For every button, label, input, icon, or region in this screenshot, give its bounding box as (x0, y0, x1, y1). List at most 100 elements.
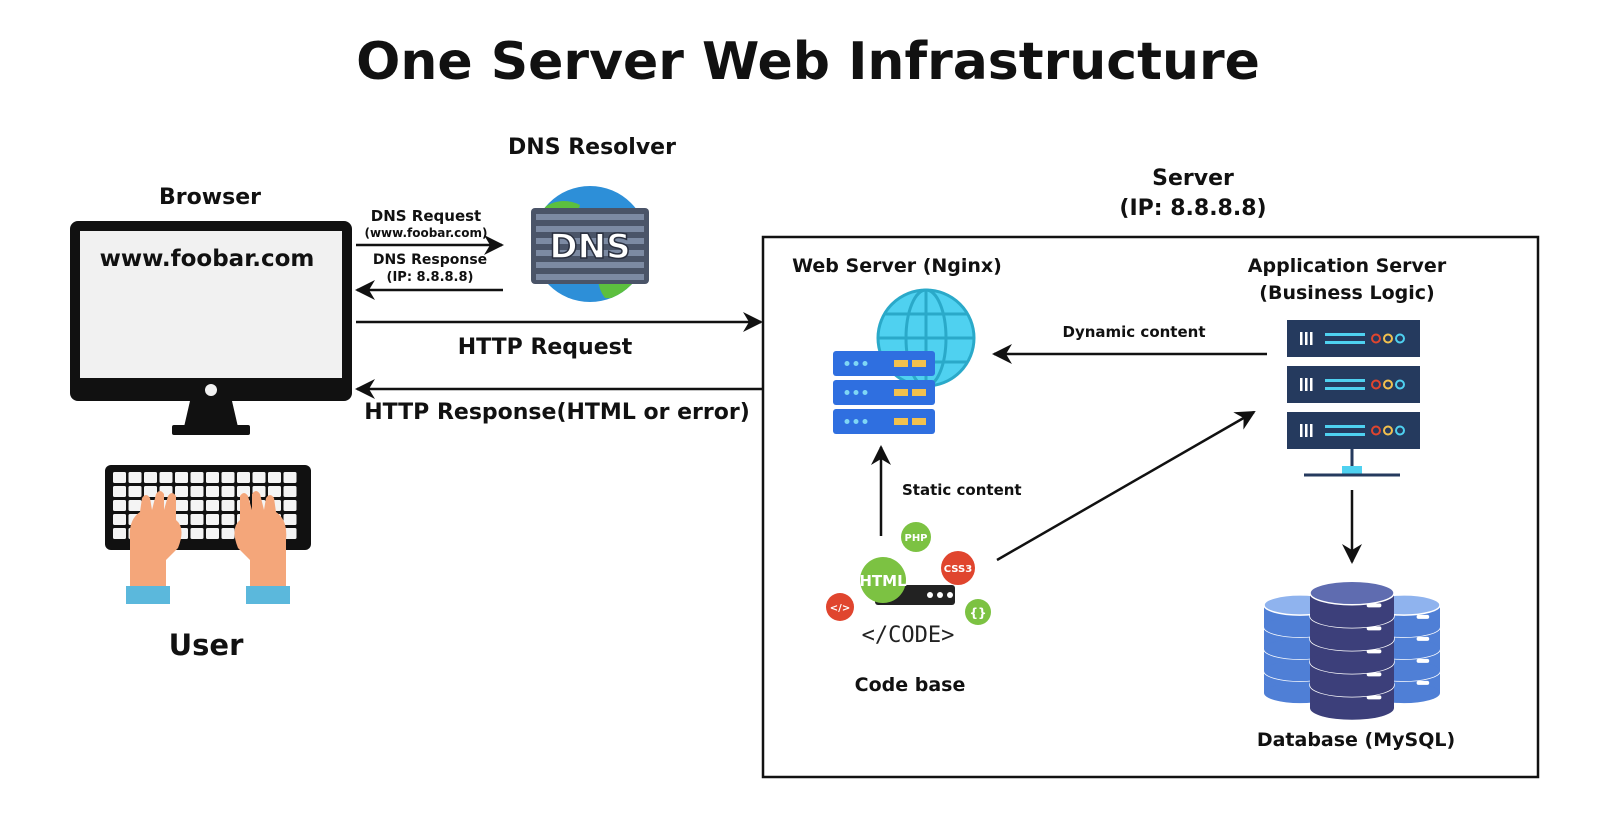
rack-led (1371, 333, 1381, 344)
rack-bar (1310, 332, 1313, 345)
rack-bar (1310, 424, 1313, 437)
code-base-icon: HTML PHP CSS3 </> {} </CODE> (826, 522, 991, 648)
keyboard-key (144, 486, 157, 497)
server-label: Server (1152, 166, 1234, 191)
dns-rack-line (536, 238, 644, 244)
dns-rack-line (536, 250, 644, 256)
web-server-rack (833, 351, 935, 376)
keyboard-key (190, 472, 204, 483)
keyboard-key (221, 514, 235, 525)
db-center-slot (1366, 695, 1382, 700)
rack-led (1395, 425, 1405, 436)
rack-led (1395, 333, 1405, 344)
keyboard-key (283, 472, 297, 483)
rack-bar (1305, 378, 1308, 391)
rack-line (1325, 333, 1365, 336)
app-server-label: Application Server (1247, 255, 1447, 277)
server-ip-label: (IP: 8.8.8.8) (1119, 196, 1267, 221)
http-response-label: HTTP Response(HTML or error) (364, 400, 750, 425)
dns-rack-line (536, 262, 644, 268)
dns-rack-line (536, 274, 644, 280)
dns-icon: DNS (531, 186, 649, 302)
server-boundary-box (761, 235, 1540, 779)
keyboard-key (252, 472, 266, 483)
db-center-layer-bottom (1310, 673, 1394, 697)
keyboard-key (159, 472, 173, 483)
rack-led (862, 361, 868, 366)
user-hands-icon (126, 491, 290, 604)
app-server-sublabel: (Business Logic) (1259, 282, 1435, 304)
rack-slot (894, 360, 908, 367)
rack-led (862, 390, 868, 395)
web-server-rack (833, 409, 935, 434)
keyboard-key (206, 486, 219, 497)
keyboard-key (128, 486, 142, 497)
keyboard-key (190, 500, 204, 511)
user-label: User (168, 628, 244, 662)
code-text: </CODE> (862, 623, 955, 648)
keyboard-key (221, 500, 235, 511)
rack-slot (894, 418, 908, 425)
rack-line (1325, 433, 1365, 436)
keyboard-key (206, 514, 219, 525)
php-badge: PHP (904, 533, 927, 544)
keyboard-key (175, 486, 188, 497)
keyboard-key (190, 486, 204, 497)
rack-led (1383, 379, 1393, 390)
braces-badge: {} (969, 606, 986, 620)
db-center-layer-bottom (1310, 650, 1394, 674)
keyboard-key (221, 472, 235, 483)
rack-led (844, 419, 850, 424)
keyboard-key (268, 472, 281, 483)
dns-icon-text: DNS (549, 227, 630, 267)
keyboard-key (113, 486, 126, 497)
keyboard-key (113, 472, 126, 483)
keyboard-key (283, 486, 297, 497)
dns-rack-line (536, 226, 644, 232)
rack-line (1325, 387, 1365, 390)
keyboard-key (128, 472, 142, 483)
rack-slot (894, 389, 908, 396)
rack-line (1325, 341, 1365, 344)
keyboard-key (113, 500, 126, 511)
rack-bar (1300, 424, 1303, 437)
http-request-label: HTTP Request (457, 335, 633, 360)
rack-led (1371, 379, 1381, 390)
db-right-slot (1416, 636, 1430, 641)
code-base-label: Code base (854, 674, 966, 696)
rack-led (1383, 333, 1393, 344)
keyboard-key (190, 528, 204, 539)
rack-led (844, 390, 850, 395)
database-label: Database (MySQL) (1256, 729, 1456, 751)
keyboard-key (221, 486, 235, 497)
rack-led (844, 361, 850, 366)
rack-bar (1300, 378, 1303, 391)
keyboard-key (128, 500, 142, 511)
db-center-layer-bottom (1310, 696, 1394, 720)
db-right-slot (1416, 680, 1430, 685)
keyboard-key (237, 472, 250, 483)
monitor-icon (70, 221, 352, 435)
rack-slot (912, 418, 926, 425)
db-center-slot (1366, 626, 1382, 631)
web-server-icon (833, 288, 976, 434)
page-title: One Server Web Infrastructure (356, 32, 1260, 92)
db-right-slot (1416, 658, 1430, 663)
rack-bar (1305, 424, 1308, 437)
browser-label: Browser (159, 185, 261, 210)
rack-slot (912, 389, 926, 396)
rack-led (1383, 425, 1393, 436)
rack-slot (912, 360, 926, 367)
db-center-slot (1366, 672, 1382, 677)
keyboard-key (268, 486, 281, 497)
browser-url: www.foobar.com (99, 246, 315, 272)
keyboard-key (206, 528, 219, 539)
web-server-rack (833, 380, 935, 405)
tag-badge: </> (830, 603, 850, 614)
dns-resolver-label: DNS Resolver (508, 135, 676, 160)
rack-led (1371, 425, 1381, 436)
keyboard-key (144, 472, 157, 483)
dns-response-label: DNS Response (372, 252, 488, 268)
keyboard-key (283, 528, 297, 539)
keyboard-key (175, 500, 188, 511)
